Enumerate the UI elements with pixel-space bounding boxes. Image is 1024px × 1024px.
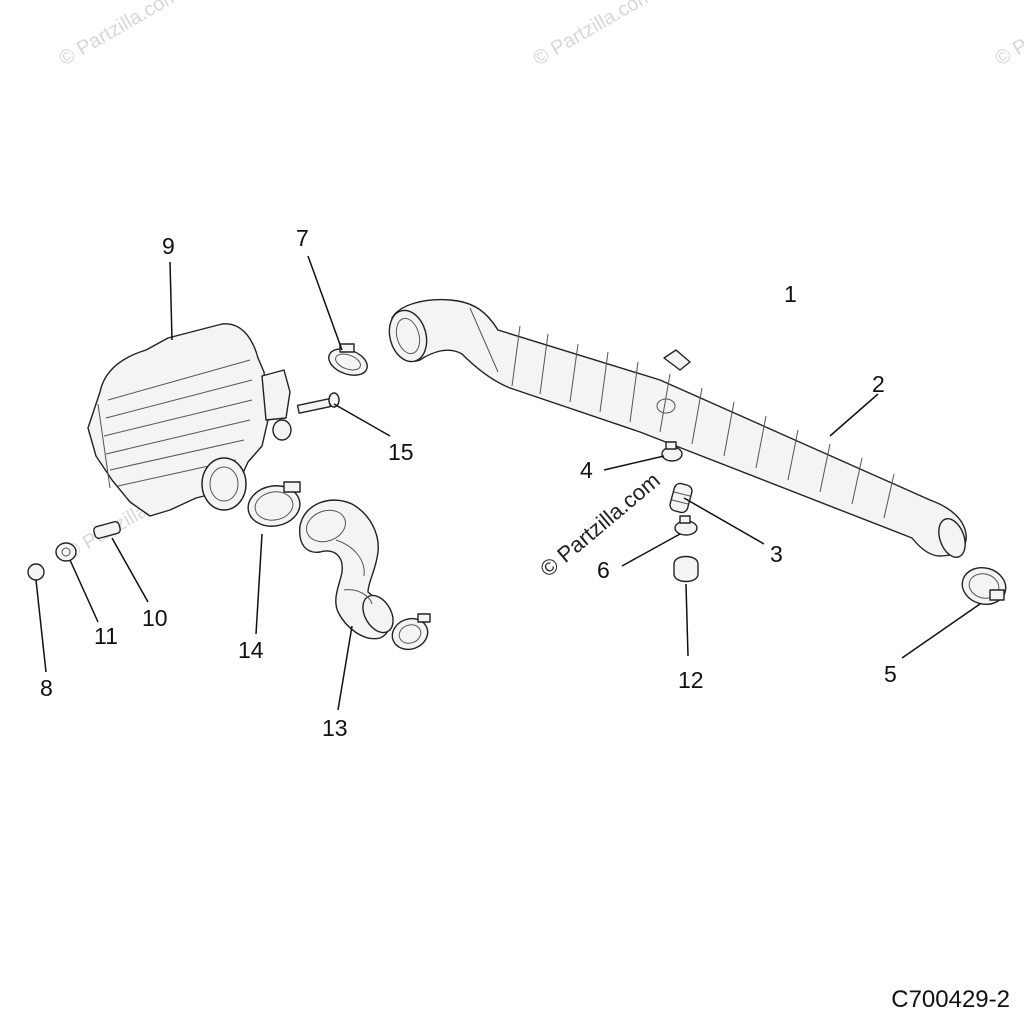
leader-14 <box>255 533 263 635</box>
callout-11: 11 <box>94 623 118 649</box>
leader-8 <box>35 579 47 673</box>
clamp-6 <box>674 515 698 536</box>
intake-tube <box>388 298 967 558</box>
leader-4 <box>603 455 665 471</box>
callout-2: 2 <box>872 371 885 397</box>
leader-3 <box>683 497 765 545</box>
callout-14: 14 <box>238 637 264 663</box>
diagram-reference-code: C700429-2 <box>891 986 1010 1013</box>
hose-clamp-7 <box>328 343 368 376</box>
grommet-15 <box>272 419 292 441</box>
leader-7 <box>307 255 343 351</box>
callout-7: 7 <box>296 225 309 251</box>
bolt-15 <box>296 392 340 414</box>
leader-15 <box>333 403 391 437</box>
callout-15: 15 <box>388 439 414 465</box>
callout-6: 6 <box>597 557 610 583</box>
leader-2 <box>829 393 879 437</box>
callout-13: 13 <box>322 715 348 741</box>
callout-1: 1 <box>784 281 797 307</box>
callout-3: 3 <box>770 541 783 567</box>
leader-13 <box>337 625 353 711</box>
leader-12 <box>685 583 689 657</box>
hose-clamp-13 <box>391 613 431 651</box>
callout-4: 4 <box>580 457 593 483</box>
watermark-top-middle: © Partzilla.com <box>530 0 658 70</box>
leader-6 <box>621 533 681 567</box>
watermark-top-right: © Partzilla.com <box>992 0 1024 70</box>
cap-12 <box>673 555 699 583</box>
leader-10 <box>111 537 149 603</box>
callout-10: 10 <box>142 605 168 631</box>
leader-9 <box>169 261 173 341</box>
callout-12: 12 <box>678 667 704 693</box>
hose-clamp-5 <box>961 567 1007 605</box>
hose-clamp-14 <box>247 481 301 527</box>
sleeve-10 <box>93 521 121 539</box>
leader-5 <box>901 603 981 659</box>
intake-elbow-duct <box>299 499 394 640</box>
nut-8 <box>27 563 45 581</box>
callout-5: 5 <box>884 661 897 687</box>
bushing-11 <box>55 542 77 562</box>
leader-lines <box>35 255 981 711</box>
leader-11 <box>69 559 99 623</box>
clamp-4 <box>661 441 683 462</box>
callout-8: 8 <box>40 675 53 701</box>
airbox-housing <box>87 323 291 517</box>
callout-9: 9 <box>162 233 175 259</box>
drain-valve-3 <box>669 482 693 514</box>
watermark-top-left: © Partzilla.com <box>56 0 184 70</box>
